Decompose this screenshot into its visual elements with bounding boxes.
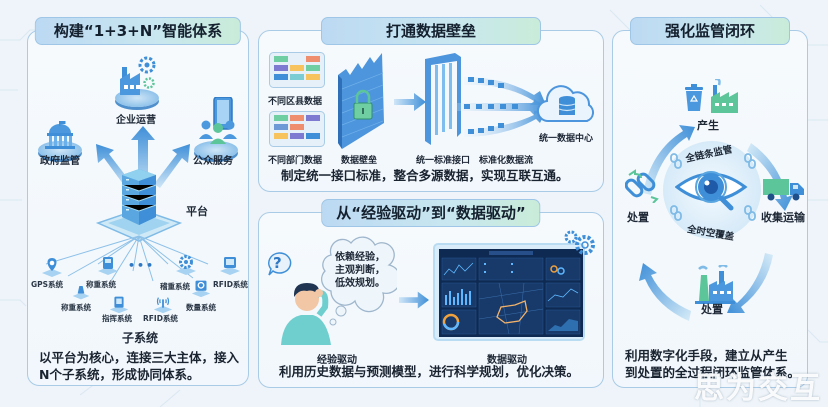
closed-loop-description-line-1: 利用数字化手段，建立从产生 [625, 348, 788, 363]
subsystem-label-rfid-1: RFID系统 [213, 280, 248, 289]
subsystem-label-weighing-2: 称重系统 [61, 303, 91, 312]
subsystem-label-inspection: 稽重系统 [160, 282, 190, 291]
factory-gear-icon [120, 56, 156, 95]
public-users-phone-icon [199, 97, 237, 144]
rfid-antenna-icon [153, 297, 173, 314]
right-arrow-icon [394, 93, 426, 111]
weighing-device-icon [98, 257, 118, 275]
department-data-card-icon [269, 111, 325, 147]
data-dashboard-screen [433, 243, 585, 341]
system-description: 以平台为核心，连接三大主体，接入 N个子系统，形成协同体系。 [39, 349, 239, 383]
disposal-plant-icon [695, 265, 735, 304]
data-barrier-description: 制定统一接口标准，整合多源数据，实现互联互通。 [281, 168, 569, 183]
data-driven-label: 数据驱动 [487, 355, 527, 366]
scale-icon [72, 286, 90, 300]
data-barrier-wall-lock-icon [338, 53, 384, 149]
platform-server-icon [96, 169, 182, 242]
platform-label: 平台 [186, 205, 208, 218]
panel-title: 构建“1+3+N”智能体系 [34, 17, 242, 45]
thinking-person-icon [281, 283, 331, 345]
dashboard-illustration [439, 249, 583, 337]
data-center-cloud-icon [537, 85, 594, 123]
unified-interface-gate-icon [425, 53, 461, 145]
gear-subsystem-icon [176, 255, 196, 275]
panel-data-driven: 从“经验驱动”到“数据驱动” ? 依赖经验， 主观判断， 低效规划。 [258, 199, 604, 388]
standardized-stream-label: 标准化数据流 [479, 156, 534, 166]
government-building-icon [45, 121, 75, 149]
subsystems-heading: 子系统 [122, 331, 159, 345]
thought-bubble-text: 依赖经验， 主观判断， 低效规划。 [335, 251, 385, 290]
thought-cloud-icon [321, 236, 397, 326]
command-tablet-icon [109, 296, 129, 314]
enterprise-label: 企业运营 [116, 115, 156, 126]
subsystem-ellipsis: ••• [128, 259, 156, 272]
settings-gears-icon [564, 230, 595, 255]
department-data-label: 不同部门数据 [268, 156, 323, 166]
chain-link-small-icon [670, 153, 682, 169]
closed-loop-description: 利用数字化手段，建立从产生 到处置的全过程闭环监管体系。 [625, 347, 800, 381]
chain-link-small-icon [744, 205, 756, 221]
subsystem-label-rfid-2: RFID系统 [143, 314, 178, 323]
thought-line-3: 低效规划。 [335, 278, 385, 289]
panel-title: 从“经验驱动”到“数据驱动” [321, 199, 541, 227]
right-arrow-icon [399, 291, 429, 309]
stage-dispose-left-label: 处置 [627, 211, 649, 224]
system-description-line-1: 以平台为核心，连接三大主体，接入 [39, 350, 240, 365]
thought-line-2: 主观判断， [335, 265, 385, 276]
eye-magnifier-icon [675, 171, 748, 211]
public-label: 公众服务 [193, 156, 233, 167]
panel-title: 强化监管闭环 [629, 17, 791, 45]
watermark-text: 思为交互 [694, 371, 822, 406]
subsystem-label-quantity: 数量系统 [186, 303, 216, 312]
stage-dispose-bottom-label: 处置 [701, 303, 723, 316]
thought-line-1: 依赖经验， [335, 252, 385, 263]
standardized-data-stream-icon [454, 77, 546, 137]
chain-link-small-icon [744, 153, 756, 169]
experience-driven-label: 经验驱动 [317, 355, 357, 366]
panel-data-barrier: 打通数据壁垒 不同区县数据 不同部门数据 数据壁垒 统一标准接口 [258, 17, 604, 192]
system-description-line-2: N个子系统，形成协同体系。 [39, 367, 200, 382]
rfid-terminal-icon [220, 257, 240, 275]
county-data-label: 不同区县数据 [268, 97, 323, 107]
stage-collect-label: 收集运输 [761, 211, 805, 224]
public-platform-disc [194, 141, 238, 159]
factory-icon [711, 79, 738, 113]
closed-loop-description-line-2: 到处置的全过程闭环监管体系。 [625, 365, 801, 380]
chain-link-small-icon [670, 205, 682, 221]
stage-produce-label: 产生 [697, 119, 719, 132]
panel-intelligent-system: 构建“1+3+N”智能体系 企业运营 政府监管 公众服务 [27, 17, 249, 386]
chain-recycle-icon [625, 169, 659, 203]
data-barrier-label: 数据壁垒 [341, 156, 378, 166]
data-driven-description: 利用历史数据与预测模型，进行科学规划，优化决策。 [279, 364, 580, 379]
county-data-card-icon [269, 52, 325, 88]
quantity-search-icon [191, 280, 211, 298]
transport-truck-icon [763, 179, 804, 201]
data-center-label: 统一数据中心 [539, 134, 594, 144]
government-label: 政府监管 [40, 156, 80, 167]
panel-closed-loop: 强化监管闭环 产生 全链条监管 全时空覆 [612, 17, 808, 388]
subsystem-label-gps: GPS系统 [31, 280, 64, 289]
subsystem-label-command: 指挥系统 [102, 314, 132, 323]
subsystem-label-weighing-1: 称重系统 [86, 280, 116, 289]
recycle-bin-icon [685, 84, 703, 111]
question-mark: ? [273, 254, 282, 272]
panel-title: 打通数据壁垒 [320, 17, 542, 45]
unified-interface-label: 统一标准接口 [416, 156, 471, 166]
question-speech-bubble-icon [268, 252, 292, 276]
gps-location-icon [42, 258, 62, 277]
